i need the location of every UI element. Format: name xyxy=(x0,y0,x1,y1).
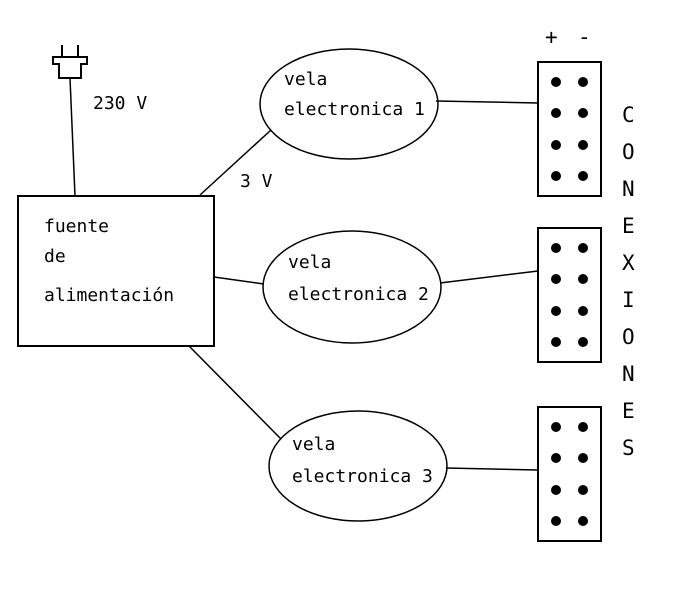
connector-block-2-outline xyxy=(537,227,602,363)
candle-2-ellipse xyxy=(262,230,442,344)
candle-3-ellipse xyxy=(268,410,448,522)
connector-pins xyxy=(551,77,588,181)
conexiones-letter-6: I xyxy=(622,288,635,312)
mains-cord-line xyxy=(69,77,76,197)
conexiones-letter-1: C xyxy=(622,103,635,127)
conexiones-letter-5: X xyxy=(622,251,635,275)
connector-block-1-outline xyxy=(537,61,602,197)
connector-pin xyxy=(551,171,561,181)
power-supply-label-line2: de xyxy=(44,246,66,267)
conexiones-letter-8: N xyxy=(622,362,635,386)
candle-2-label-line1: vela xyxy=(288,252,331,273)
connector-pin xyxy=(578,171,588,181)
plug-icon xyxy=(52,45,88,79)
candle-1-label-line1: vela xyxy=(284,69,327,90)
candle-3-label-line2: electronica 3 xyxy=(292,466,433,487)
connector-pin xyxy=(551,140,561,150)
connector-pin xyxy=(551,77,561,87)
connector-block-1 xyxy=(537,61,602,197)
line-candle-3-to-connector-3 xyxy=(445,467,539,471)
line-candle-2-to-connector-2 xyxy=(439,270,539,284)
connector-pin xyxy=(551,108,561,118)
connector-pin xyxy=(578,108,588,118)
power-supply-box xyxy=(17,195,215,347)
conexiones-letter-9: E xyxy=(622,399,635,423)
power-supply-label-line3: alimentación xyxy=(44,285,174,306)
line-psu-to-candle-1 xyxy=(199,129,272,196)
candle-1-label-line2: electronica 1 xyxy=(284,99,425,120)
connections-vertical-label: C O N E X I O N E S xyxy=(622,103,635,460)
conexiones-letter-2: O xyxy=(622,140,635,164)
power-supply-label-line1: fuente xyxy=(44,216,109,237)
line-psu-to-candle-2 xyxy=(213,276,265,285)
conexiones-letter-7: O xyxy=(622,325,635,349)
connector-block-3-outline xyxy=(537,406,602,542)
output-voltage-label: 3 V xyxy=(240,171,273,192)
conexiones-letter-10: S xyxy=(622,436,635,460)
candle-3-label-line1: vela xyxy=(292,434,335,455)
candle-2-label-line2: electronica 2 xyxy=(288,284,429,305)
candle-1-ellipse xyxy=(259,48,439,160)
connector-pins xyxy=(551,422,588,526)
connector-pin xyxy=(578,77,588,87)
connector-pin xyxy=(578,140,588,150)
line-psu-to-candle-3 xyxy=(188,345,282,440)
conexiones-letter-4: E xyxy=(622,214,635,238)
polarity-plus-label: + xyxy=(545,25,558,49)
mains-voltage-label: 230 V xyxy=(93,93,147,114)
line-candle-1-to-connector-1 xyxy=(435,100,539,104)
plug-body xyxy=(52,56,88,79)
conexiones-letter-3: N xyxy=(622,177,635,201)
connector-pins xyxy=(551,243,588,347)
connector-block-2 xyxy=(537,227,602,363)
connector-block-3 xyxy=(537,406,602,542)
polarity-minus-label: - xyxy=(578,25,591,49)
